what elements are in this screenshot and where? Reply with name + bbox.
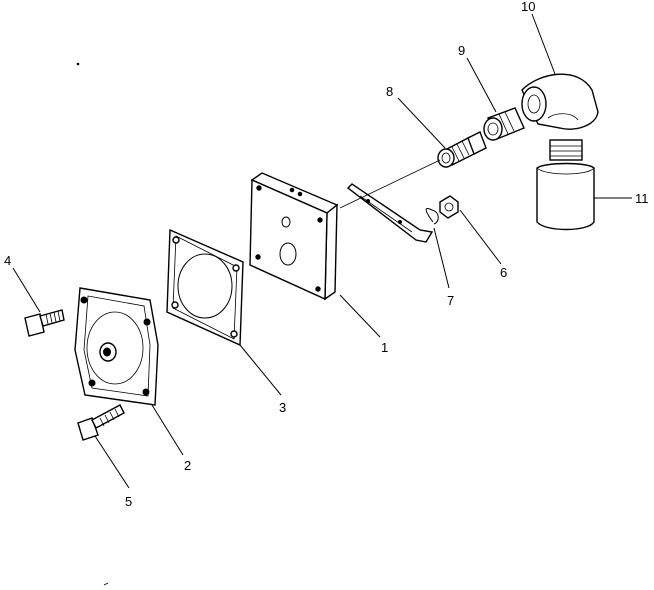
callout-3: 3 [279,400,286,415]
part-10-elbow [521,73,599,130]
callout-2: 2 [184,458,191,473]
scan-speck [76,62,80,66]
callout-5: 5 [125,494,132,509]
callout-8: 8 [386,84,393,99]
part-6-nut [439,195,459,219]
part-8-fitting [437,131,487,168]
part-11-cylinder [536,139,595,231]
callout-11: 11 [635,191,649,206]
part-2-cover-plate [74,287,159,406]
leader-lines [12,13,632,489]
callout-4: 4 [4,253,11,268]
part-4-bolt [24,309,65,337]
callout-10: 10 [521,0,535,14]
scan-speck [103,582,109,586]
callout-6: 6 [500,265,507,280]
callout-1: 1 [381,340,388,355]
bracket-strap [346,183,434,243]
callout-7: 7 [447,293,454,308]
part-1-body-block [249,172,339,301]
callout-9: 9 [458,43,465,58]
part-3-gasket [166,228,244,347]
part-7-ring [425,208,439,225]
assembly-guide-line [339,159,441,209]
part-5-bolt [77,404,125,441]
part-9-adapter [483,107,525,141]
